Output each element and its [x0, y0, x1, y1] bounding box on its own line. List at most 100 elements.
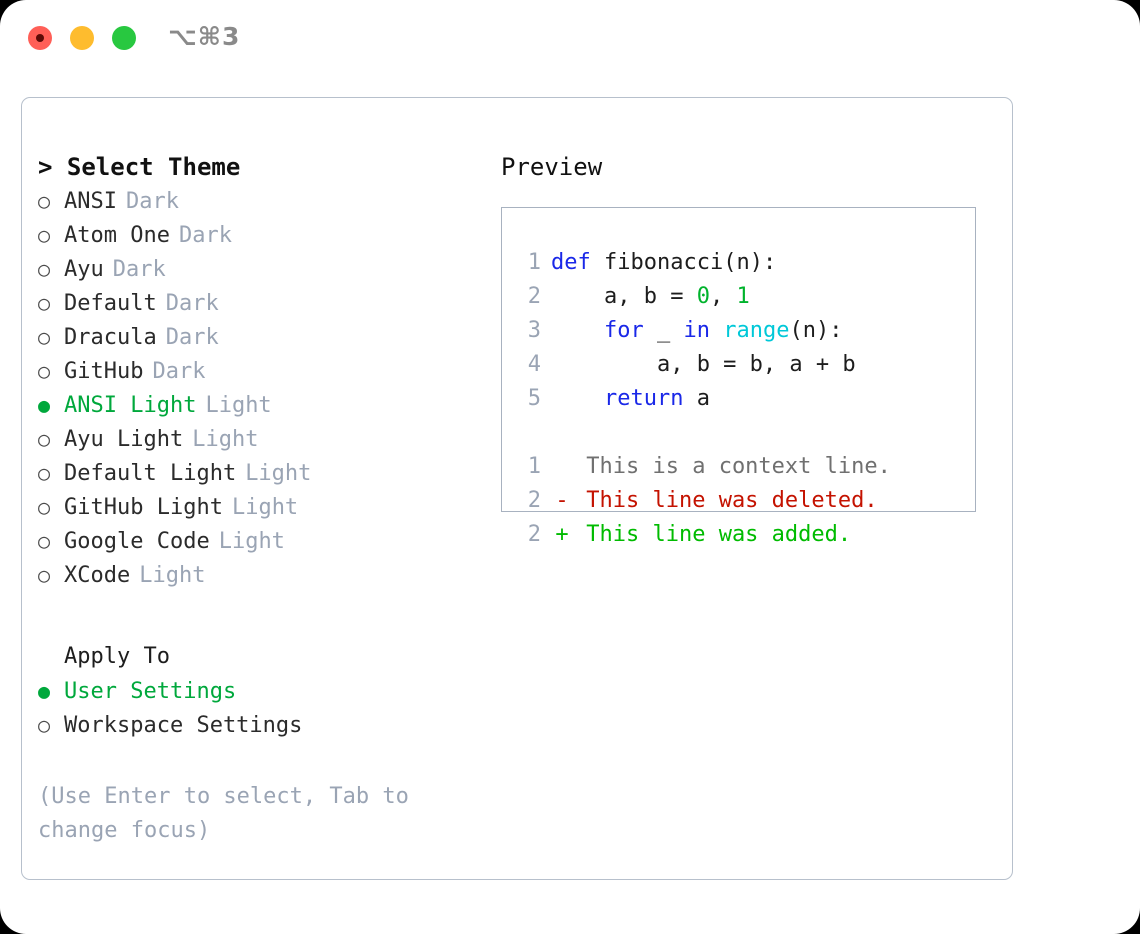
code-line-number: 5 [527, 386, 541, 411]
radio-unselected-icon: ○ [38, 529, 51, 553]
minimize-button[interactable] [70, 26, 94, 50]
apply-to-section: Apply To ● User Settings ○Workspace Settin… [38, 640, 498, 742]
code-token [551, 318, 604, 343]
keyboard-shortcut-label: ⌥⌘3 [168, 22, 241, 51]
window-controls [28, 26, 136, 50]
close-button[interactable] [28, 26, 52, 50]
code-line-number: 1 [527, 250, 541, 275]
option-row[interactable]: ○ Default Dark [38, 286, 498, 320]
code-line-number: 2 [527, 284, 541, 309]
option-row[interactable]: ○ XCode Light [38, 558, 498, 592]
option-row[interactable]: ○ Default Light Light [38, 456, 498, 490]
code-line-text: for _ in range(n): [551, 314, 842, 348]
option-row[interactable]: ● User Settings [38, 674, 498, 708]
code-line-number: 3 [527, 318, 541, 343]
diff-sign [551, 450, 573, 484]
code-token: a, b = [551, 284, 697, 309]
code-token: a [683, 386, 710, 411]
diff-line-text: This is a context line. [573, 454, 891, 479]
radio-selected-icon: ● [38, 393, 51, 417]
code-line: 3 for _ in range(n): [515, 314, 856, 348]
option-label: Atom One [64, 223, 170, 248]
option-label: Default Light [64, 461, 237, 486]
option-category-tag: Dark [152, 359, 206, 384]
option-row[interactable]: ○ Google Code Light [38, 524, 498, 558]
option-row[interactable]: ○ Ayu Light Light [38, 422, 498, 456]
code-token: range [723, 318, 790, 343]
code-line-text: a, b = b, a + b [551, 348, 856, 382]
option-category-tag: Dark [178, 223, 232, 248]
option-label: Google Code [64, 529, 210, 554]
option-label: Ayu Light [64, 427, 184, 452]
option-category-tag: Light [218, 529, 285, 554]
code-line-text: return a [551, 382, 710, 416]
option-label: ANSI Light [64, 393, 197, 418]
code-token: fibonacci(n): [604, 250, 777, 275]
radio-unselected-icon: ○ [38, 359, 51, 383]
diff-line-text: This line was deleted. [573, 488, 878, 513]
option-label: ANSI [64, 189, 117, 214]
radio-unselected-icon: ○ [38, 291, 51, 315]
option-category-tag: Dark [125, 189, 179, 214]
code-token: , [709, 284, 737, 309]
option-category-tag: Light [192, 427, 259, 452]
code-token: a, b = b, a + b [551, 352, 856, 377]
diff-sign: - [555, 488, 569, 513]
option-row[interactable]: ○ ANSI Dark [38, 184, 498, 218]
keyboard-hint-text: (Use Enter to select, Tab to change focu… [38, 784, 409, 843]
radio-unselected-icon: ○ [38, 495, 51, 519]
code-token [710, 318, 723, 343]
diff-sign: + [555, 522, 569, 547]
option-label: GitHub [64, 359, 144, 384]
code-token: 1 [736, 284, 750, 309]
code-token [551, 386, 604, 411]
option-label: XCode [64, 563, 131, 588]
diff-line: 2- This line was deleted. [515, 484, 891, 518]
radio-unselected-icon: ○ [38, 427, 51, 451]
option-category-tag: Light [245, 461, 312, 486]
diff-line-text: This line was added. [573, 522, 852, 547]
diff-line: 1 This is a context line. [515, 450, 891, 484]
radio-unselected-icon: ○ [38, 189, 51, 213]
radio-unselected-icon: ○ [38, 223, 51, 247]
code-token: (n): [789, 318, 843, 343]
code-line: 4 a, b = b, a + b [515, 348, 856, 382]
option-category-tag: Dark [165, 291, 219, 316]
option-label: User Settings [64, 679, 237, 704]
diff-line-number: 1 [527, 454, 541, 479]
radio-selected-icon: ● [38, 679, 51, 703]
radio-unselected-icon: ○ [38, 461, 51, 485]
select-theme-title: > Select Theme [38, 153, 241, 181]
apply-to-title: Apply To [64, 644, 170, 669]
code-token: def [551, 250, 591, 275]
option-row[interactable]: ○ GitHub Dark [38, 354, 498, 388]
apply-to-option-list: ● User Settings ○Workspace Settings [38, 674, 498, 742]
option-category-tag: Light [139, 563, 206, 588]
option-label: GitHub Light [64, 495, 223, 520]
code-line-text: a, b = 0, 1 [551, 280, 750, 314]
code-token: for [603, 318, 644, 343]
option-row[interactable]: ○Workspace Settings [38, 708, 498, 742]
option-label: Default [64, 291, 157, 316]
preview-heading: Preview [501, 153, 603, 181]
diff-line: 2+ This line was added. [515, 518, 891, 552]
option-category-tag: Dark [165, 325, 219, 350]
radio-unselected-icon: ○ [38, 325, 51, 349]
option-category-tag: Dark [112, 257, 166, 282]
radio-unselected-icon: ○ [38, 563, 51, 587]
option-row[interactable]: ○ Atom One Dark [38, 218, 498, 252]
maximize-button[interactable] [112, 26, 136, 50]
code-line-number: 4 [527, 352, 541, 377]
option-label: Ayu [64, 257, 104, 282]
code-line-text: def fibonacci(n): [551, 246, 776, 280]
option-label: Workspace Settings [64, 713, 303, 738]
